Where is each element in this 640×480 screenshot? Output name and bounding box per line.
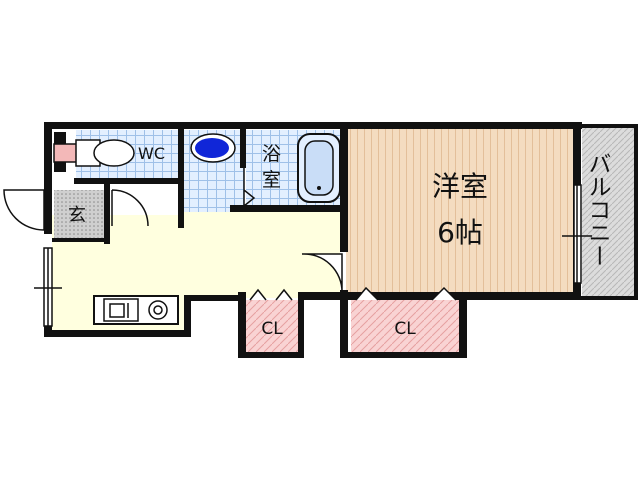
kitchen-counter xyxy=(93,295,179,325)
closet-right-label: CL xyxy=(394,319,416,339)
closet-left-label: CL xyxy=(261,319,283,339)
balcony-floor xyxy=(582,128,634,296)
closet-right-doors xyxy=(355,286,457,301)
wc-door-swing xyxy=(111,189,149,227)
windows xyxy=(34,184,592,327)
closet-right-floor xyxy=(351,300,461,352)
closet-left-floor xyxy=(244,300,298,352)
bath-label-line1: 浴 xyxy=(262,143,281,165)
wc-label: WC xyxy=(138,144,165,163)
gas-burner-icon xyxy=(148,300,168,320)
western-room-floor xyxy=(346,128,574,294)
entrance-floor xyxy=(54,190,104,240)
toilet-icon xyxy=(53,132,135,172)
labels: WC 浴 室 玄 洋室 6帖 CL CL バルコニー xyxy=(68,143,611,339)
closet-left-doors xyxy=(249,288,293,301)
bath-door xyxy=(243,168,256,207)
washbasin-icon xyxy=(190,133,236,163)
balcony-label: バルコニー xyxy=(584,152,611,267)
bathtub-icon xyxy=(297,133,341,203)
doors xyxy=(3,168,457,301)
western-room-name: 洋室 xyxy=(432,170,488,203)
entrance-label: 玄 xyxy=(68,205,86,226)
western-room-size: 6帖 xyxy=(437,216,483,249)
sink-icon xyxy=(103,298,139,322)
room-door-swing xyxy=(301,253,343,293)
bath-label-line2: 室 xyxy=(262,169,281,191)
entrance-door-swing xyxy=(3,189,45,231)
